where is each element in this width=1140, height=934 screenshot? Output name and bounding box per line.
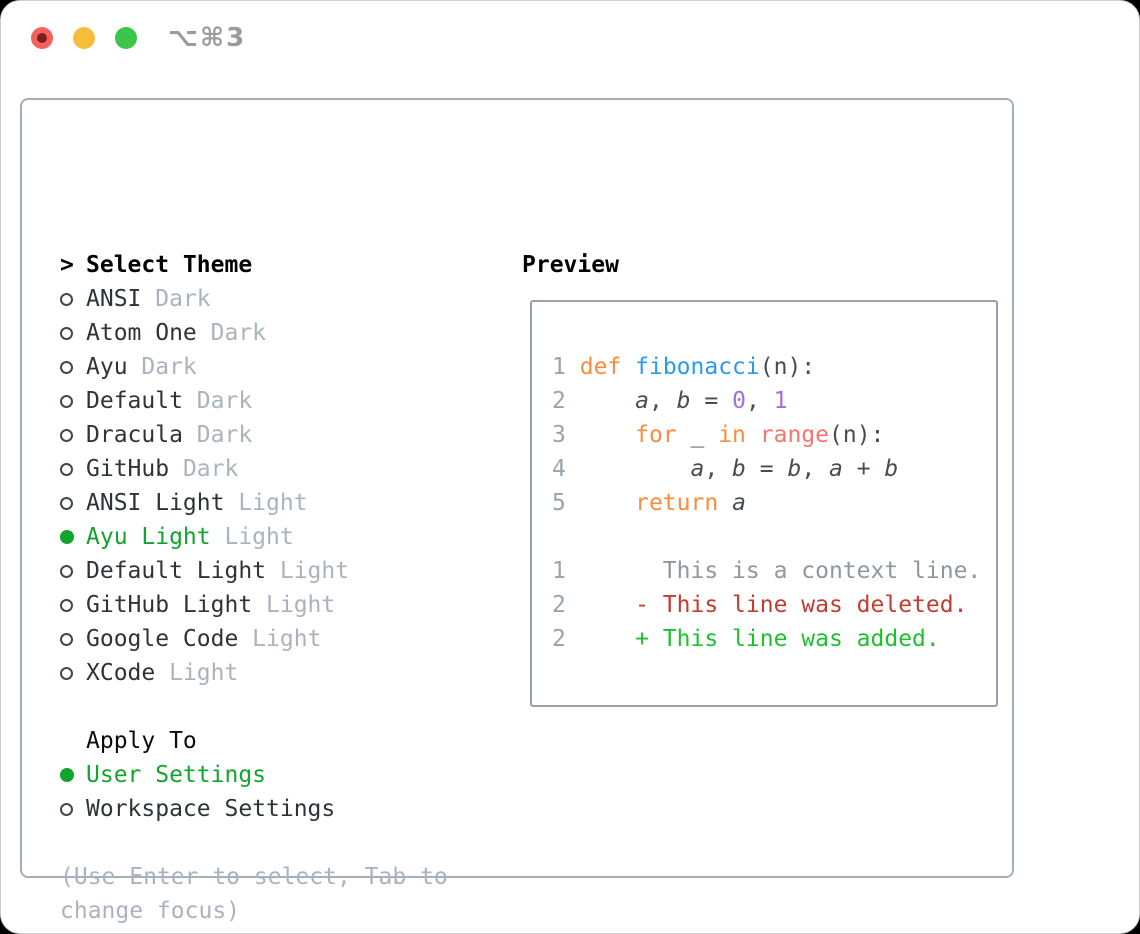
option-label: ANSI	[86, 286, 142, 312]
variant-tag: Dark	[169, 456, 239, 482]
focus-caret-icon: >	[60, 252, 74, 278]
close-button[interactable]	[31, 27, 53, 49]
window-shortcut-label: ⌥⌘3	[168, 23, 247, 53]
preview-pane: 1 def fibonacci(n): 2 a, b = 0, 1 3 for _ …	[530, 300, 998, 707]
variant-tag: Dark	[182, 388, 253, 414]
radio-icon	[60, 428, 86, 442]
theme-option-default[interactable]: Default Dark	[60, 384, 448, 418]
radio-icon	[60, 360, 86, 374]
code-line: 1 def fibonacci(n):	[552, 354, 816, 380]
theme-option-github[interactable]: GitHub Dark	[60, 452, 448, 486]
theme-option-ansi-light[interactable]: ANSI Light Light	[60, 486, 448, 520]
apply-option-user-settings[interactable]: User Settings	[60, 758, 448, 792]
radio-icon	[60, 462, 86, 476]
theme-option-ansi[interactable]: ANSI Dark	[60, 282, 448, 316]
radio-icon	[60, 632, 86, 646]
preview-title: Preview	[522, 252, 619, 278]
code-line: 4 a, b = b, a + b	[552, 456, 899, 482]
option-label: Workspace Settings	[86, 796, 336, 822]
code-line: 3 for _ in range(n):	[552, 422, 885, 448]
variant-tag: Dark	[127, 354, 197, 380]
blank-line	[552, 520, 981, 554]
theme-option-ayu-light[interactable]: Ayu Light Light	[60, 520, 448, 554]
radio-selected-icon	[60, 530, 86, 544]
spacer-row	[60, 826, 448, 860]
variant-tag: Light	[224, 490, 308, 516]
radio-icon	[60, 564, 86, 578]
option-label: Dracula	[86, 422, 183, 448]
theme-option-ayu[interactable]: Ayu Dark	[60, 350, 448, 384]
radio-icon	[60, 496, 86, 510]
theme-option-github-light[interactable]: GitHub Light Light	[60, 588, 448, 622]
variant-tag: Dark	[182, 422, 253, 448]
spacer-row	[60, 690, 448, 724]
option-label: Google Code	[86, 626, 239, 652]
theme-option-atom-one[interactable]: Atom One Dark	[60, 316, 448, 350]
variant-tag: Light	[210, 524, 294, 550]
help-text-line: change focus)	[60, 898, 241, 924]
theme-option-xcode[interactable]: XCode Light	[60, 656, 448, 690]
variant-tag: Light	[238, 626, 322, 652]
code-line: 2 a, b = 0, 1	[552, 388, 788, 414]
theme-option-default-light[interactable]: Default Light Light	[60, 554, 448, 588]
apply-option-workspace-settings[interactable]: Workspace Settings	[60, 792, 448, 826]
radio-icon	[60, 802, 86, 816]
theme-option-dracula[interactable]: Dracula Dark	[60, 418, 448, 452]
code-line: 2 - This line was deleted.	[552, 592, 968, 618]
radio-icon	[60, 292, 86, 306]
radio-selected-icon	[60, 768, 86, 782]
option-label: User Settings	[86, 762, 267, 788]
option-label: XCode	[86, 660, 156, 686]
variant-tag: Light	[252, 592, 336, 618]
variant-tag: Dark	[196, 320, 267, 346]
minimize-button[interactable]	[73, 27, 95, 49]
option-label: Atom One	[86, 320, 197, 346]
close-dot-icon	[37, 33, 47, 43]
option-label: GitHub Light	[86, 592, 253, 618]
help-text-line: (Use Enter to select, Tab to	[60, 864, 448, 890]
theme-panel-header: > Select Theme	[60, 248, 448, 282]
radio-icon	[60, 394, 86, 408]
radio-icon	[60, 666, 86, 680]
option-label: Ayu Light	[86, 524, 211, 550]
page-title: Select Theme	[86, 252, 253, 278]
code-line: 2 + This line was added.	[552, 626, 940, 652]
option-label: ANSI Light	[86, 490, 225, 516]
code-line: 5 return a	[552, 490, 746, 516]
option-label: GitHub	[86, 456, 170, 482]
radio-icon	[60, 326, 86, 340]
variant-tag: Light	[155, 660, 239, 686]
option-label: Ayu	[86, 354, 128, 380]
apply-to-header: Apply To	[60, 724, 448, 758]
radio-icon	[60, 598, 86, 612]
zoom-button[interactable]	[115, 27, 137, 49]
code-line: 1 This is a context line.	[552, 558, 982, 584]
apply-to-title: Apply To	[86, 728, 197, 754]
theme-option-google-code[interactable]: Google Code Light	[60, 622, 448, 656]
variant-tag: Light	[266, 558, 350, 584]
option-label: Default	[86, 388, 183, 414]
variant-tag: Dark	[141, 286, 211, 312]
preview-code: 1 def fibonacci(n): 2 a, b = 0, 1 3 for _ …	[552, 350, 981, 656]
option-label: Default Light	[86, 558, 267, 584]
